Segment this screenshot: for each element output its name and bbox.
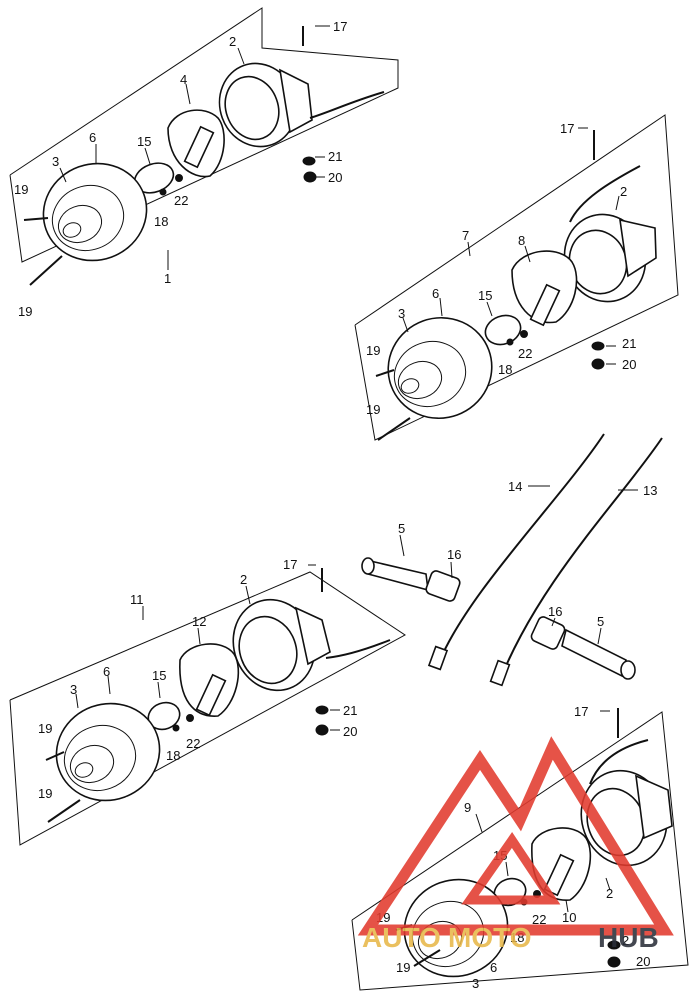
watermark-brand-auto: AUTO (362, 922, 441, 953)
callout-label: 18 (166, 748, 180, 763)
callout-label: 11 (130, 592, 144, 607)
watermark-brand-hub: HUB (598, 922, 659, 953)
callout-label: 20 (636, 954, 650, 969)
callout-label: 2 (620, 184, 627, 199)
callout-label: 17 (283, 557, 297, 572)
callout-label: 16 (447, 547, 461, 562)
callout-label: 2 (229, 34, 236, 49)
callout-label: 18 (498, 362, 512, 377)
callout-label: 21 (328, 149, 342, 164)
callout-label: 17 (574, 704, 588, 719)
callout-label: 13 (643, 483, 657, 498)
callout-label: 17 (333, 19, 347, 34)
callout-label: 20 (328, 170, 342, 185)
callout-label: 22 (186, 736, 200, 751)
callout-label: 3 (70, 682, 77, 697)
callout-label: 14 (508, 479, 522, 494)
callouts-group-2: 17 2 7 8 6 15 3 21 20 19 22 18 19 (366, 121, 636, 417)
callout-label: 10 (562, 910, 576, 925)
callout-label: 21 (622, 336, 636, 351)
callout-label: 20 (622, 357, 636, 372)
mountain-logo-icon (357, 736, 674, 936)
callout-label: 15 (478, 288, 492, 303)
callout-label: 6 (103, 664, 110, 679)
callout-label: 22 (174, 193, 188, 208)
callout-label: 19 (366, 343, 380, 358)
callout-label: 19 (396, 960, 410, 975)
callout-label: 2 (606, 886, 613, 901)
callout-label: 6 (432, 286, 439, 301)
stays-and-wires (361, 433, 663, 687)
callout-label: 20 (343, 724, 357, 739)
callout-label: 19 (366, 402, 380, 417)
assembly-group-2 (354, 114, 679, 441)
callouts-group-3: 17 2 11 12 6 3 15 21 20 19 22 18 19 (38, 557, 357, 801)
assembly-group-3 (9, 564, 406, 846)
callout-label: 6 (89, 130, 96, 145)
callout-label: 16 (548, 604, 562, 619)
callout-label: 3 (398, 306, 405, 321)
callout-label: 15 (137, 134, 151, 149)
callouts-group-1: 17 2 4 6 3 15 21 20 19 18 22 1 19 (14, 19, 347, 319)
callouts-middle: 14 13 5 16 16 5 (398, 479, 657, 629)
callout-label: 1 (164, 271, 171, 286)
callout-label: 5 (398, 521, 405, 536)
callout-label: 22 (532, 912, 546, 927)
watermark-brand-moto: MOTO (448, 922, 531, 953)
assembly-group-1 (9, 7, 399, 286)
callout-label: 5 (597, 614, 604, 629)
callout-label: 19 (38, 786, 52, 801)
callout-label: 17 (560, 121, 574, 136)
callout-label: 15 (152, 668, 166, 683)
callout-label: 8 (518, 233, 525, 248)
callout-label: 22 (518, 346, 532, 361)
callout-label: 3 (52, 154, 59, 169)
callout-label: 18 (154, 214, 168, 229)
callout-label: 12 (192, 614, 206, 629)
callout-label: 9 (464, 800, 471, 815)
callout-label: 4 (180, 72, 187, 87)
callout-label: 19 (14, 182, 28, 197)
callout-label: 19 (38, 721, 52, 736)
callout-label: 6 (490, 960, 497, 975)
callout-label: 21 (343, 703, 357, 718)
automotohub-watermark: AUTO MOTO HUB (357, 736, 674, 953)
callout-label: 2 (240, 572, 247, 587)
callout-label: 7 (462, 228, 469, 243)
callout-label: 2 (622, 933, 629, 948)
callout-label: 19 (18, 304, 32, 319)
callout-label: 3 (472, 976, 479, 991)
